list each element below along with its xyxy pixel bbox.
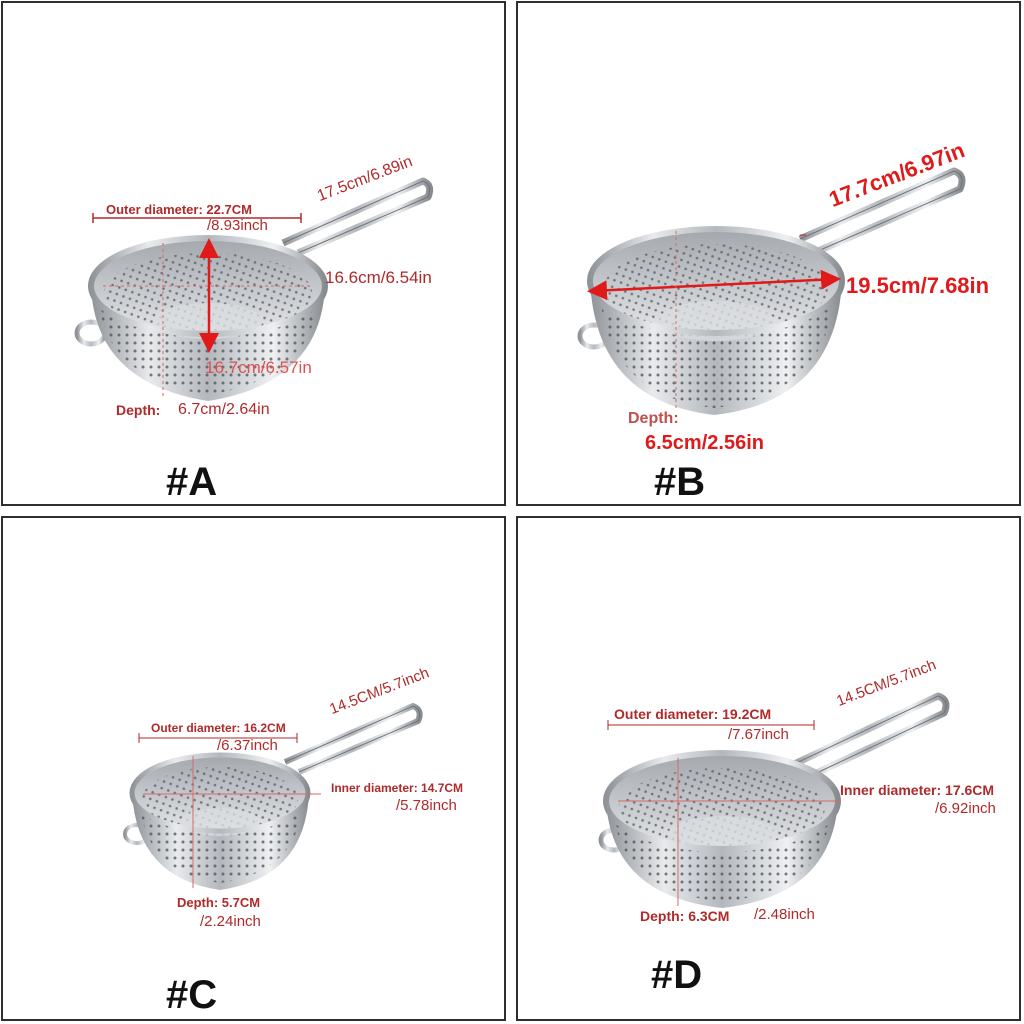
depth-label: Depth: 6.3CM [640, 908, 730, 924]
outer-diameter-inch: /6.37inch [217, 737, 278, 754]
panel-b: 17.7cm/6.97in 19.5cm/7.68in Depth: 6.5cm… [516, 1, 1021, 506]
panel-a: Outer diameter: 22.7CM /8.93inch 17.5cm/… [1, 1, 506, 506]
depth-label: Depth: [628, 410, 679, 427]
depth-label: Depth: 5.7CM [177, 895, 261, 910]
depth-value: 6.7cm/2.64in [178, 401, 270, 418]
panel-id-label: #B [654, 460, 706, 504]
depth-inch: /2.24inch [200, 913, 261, 930]
diameter-label: 19.5cm/7.68in [846, 273, 990, 298]
depth-label: Depth: [116, 402, 161, 418]
inner-diameter-inch: /6.92inch [935, 800, 996, 817]
outer-diameter-label: Outer diameter: 19.2CM [614, 706, 772, 722]
inner-diameter-label: Inner diameter: 14.7CM [331, 781, 464, 795]
vertical-measure-label: 16.7cm/6.57in [205, 358, 312, 377]
diameter-arrow [587, 269, 841, 301]
inner-diameter-label: 16.6cm/6.54in [325, 268, 432, 287]
panel-id-label: #D [651, 953, 703, 997]
colander-b-icon [577, 167, 966, 415]
depth-inch: /2.48inch [754, 906, 815, 923]
outer-diameter-inch: /8.93inch [207, 217, 268, 234]
outer-diameter-label: Outer diameter: 22.7CM [106, 202, 252, 217]
outer-diameter-label: Outer diameter: 16.2CM [151, 721, 286, 735]
panel-d: Outer diameter: 19.2CM /7.67inch 14.5CM/… [516, 516, 1021, 1021]
inner-diameter-label: Inner diameter: 17.6CM [840, 782, 995, 798]
panel-c: Outer diameter: 16.2CM /6.37inch 14.5CM/… [1, 516, 506, 1021]
outer-diameter-inch: /7.67inch [728, 726, 789, 743]
panel-id-label: #A [166, 460, 218, 504]
inner-diameter-inch: /5.78inch [396, 797, 457, 814]
colander-d-icon [598, 692, 950, 908]
depth-value: 6.5cm/2.56in [645, 432, 764, 454]
colander-c-icon [123, 703, 423, 890]
colander-a-icon [74, 177, 434, 401]
panel-id-label: #C [166, 973, 218, 1017]
